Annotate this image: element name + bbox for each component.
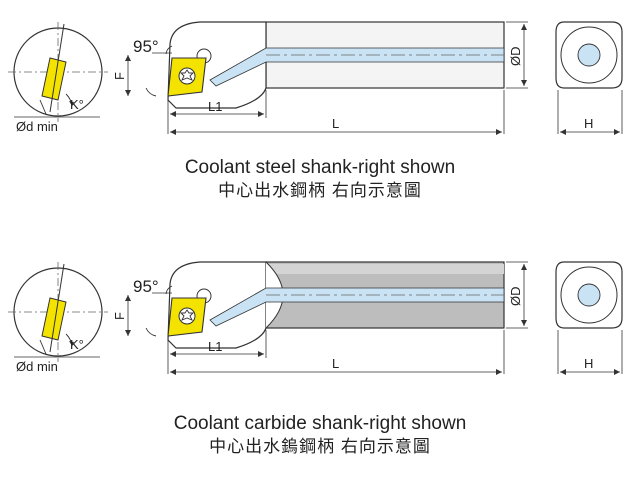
caption-steel: Coolant steel shank-right shown 中心出水鋼柄 右… — [0, 156, 640, 202]
steel-shank-panel: K° Ød min 95° F — [0, 21, 640, 202]
insert-screw-icon — [178, 67, 196, 85]
coolant-channel — [209, 287, 505, 327]
d-dim-label: ØD — [508, 47, 523, 67]
bore-end-view — [8, 262, 108, 362]
f-dim-label: F — [112, 312, 127, 320]
coolant-outlet-dot — [577, 283, 601, 307]
shank-end-view — [555, 21, 623, 89]
insert-screw-icon — [178, 307, 196, 325]
h-dim-label: H — [584, 356, 593, 371]
angle-label: 95° — [133, 37, 159, 56]
boring-bar-side-view — [152, 261, 505, 349]
steel-shank-drawing: K° Ød min 95° F — [8, 21, 623, 135]
l-dim-label: L — [332, 116, 339, 131]
l1-dim-label: L1 — [208, 99, 222, 114]
caption-en: Coolant steel shank-right shown — [184, 157, 456, 178]
caption-carbide: Coolant carbide shank-right shown 中心出水鎢鋼… — [0, 412, 640, 458]
angle-label: 95° — [133, 277, 159, 296]
shank-end-view — [555, 261, 623, 329]
coolant-channel — [209, 47, 505, 87]
carbide-shank-drawing: K° Ød min 95° F — [8, 261, 623, 375]
f-dim-label: F — [112, 72, 127, 80]
caption-zh: 中心出水鋼柄 右向示意圖 — [218, 181, 422, 200]
carbide-shank-panel: K° Ød min 95° F — [0, 240, 640, 480]
d-min-label: Ød min — [16, 359, 58, 374]
bore-end-view — [8, 22, 108, 122]
l-dim-label: L — [332, 356, 339, 371]
caption-zh: 中心出水鎢鋼柄 右向示意圖 — [209, 437, 431, 456]
insert-end-shape — [41, 297, 67, 341]
d-dim-label: ØD — [508, 287, 523, 307]
coolant-outlet-dot — [577, 43, 601, 67]
caption-en: Coolant carbide shank-right shown — [173, 413, 467, 434]
k-angle-label: K° — [70, 337, 84, 352]
insert-end-shape — [41, 57, 67, 101]
boring-bar-side-view — [152, 21, 505, 109]
l1-dim-label: L1 — [208, 339, 222, 354]
d-min-label: Ød min — [16, 119, 58, 134]
h-dim-label: H — [584, 116, 593, 131]
k-angle-label: K° — [70, 97, 84, 112]
